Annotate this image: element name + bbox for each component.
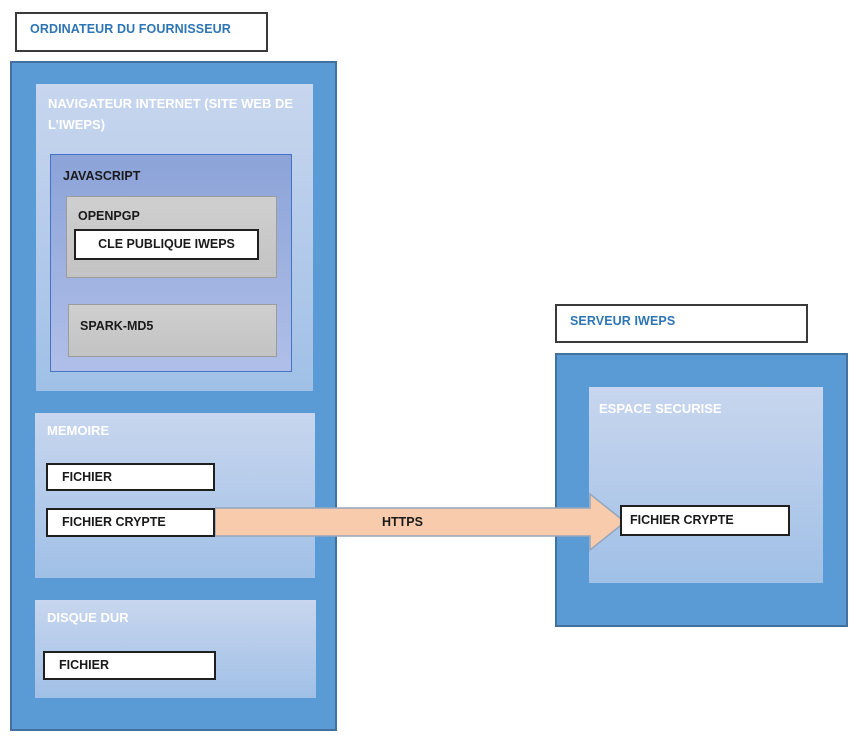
browser-panel-label: NAVIGATEUR INTERNET (SITE WEB DE L’IWEPS… [48, 96, 294, 132]
https-transfer-arrow-icon [215, 492, 627, 552]
secure-space-label: ESPACE SECURISE [599, 401, 722, 416]
public-key-box: CLE PUBLIQUE IWEPS [74, 229, 259, 260]
hard-disk-panel: DISQUE DUR FICHIER [35, 600, 316, 698]
javascript-box: JAVASCRIPT OPENPGP CLE PUBLIQUE IWEPS SP… [50, 154, 292, 372]
https-protocol-label: HTTPS [382, 515, 423, 529]
hard-disk-panel-label: DISQUE DUR [47, 610, 129, 625]
memory-file-box: FICHIER [46, 463, 215, 491]
supplier-computer-box: NAVIGATEUR INTERNET (SITE WEB DE L’IWEPS… [10, 61, 337, 731]
memory-panel: MEMOIRE FICHIER FICHIER CRYPTE [35, 413, 315, 578]
openpgp-label: OPENPGP [78, 209, 140, 223]
memory-encrypted-file-box: FICHIER CRYPTE [46, 508, 215, 537]
secure-space-panel: ESPACE SECURISE FICHIER CRYPTE [589, 387, 823, 583]
server-box: ESPACE SECURISE FICHIER CRYPTE [555, 353, 848, 627]
memory-panel-label: MEMOIRE [47, 423, 110, 438]
hard-disk-file-box: FICHIER [43, 651, 216, 680]
supplier-computer-title: ORDINATEUR DU FOURNISSEUR [15, 12, 268, 52]
server-encrypted-file-box: FICHIER CRYPTE [620, 505, 790, 536]
spark-md5-box: SPARK-MD5 [68, 304, 277, 357]
spark-md5-label: SPARK-MD5 [80, 319, 154, 333]
browser-panel: NAVIGATEUR INTERNET (SITE WEB DE L’IWEPS… [36, 84, 313, 391]
javascript-label: JAVASCRIPT [63, 169, 141, 183]
server-title: SERVEUR IWEPS [555, 304, 808, 343]
openpgp-box: OPENPGP CLE PUBLIQUE IWEPS [66, 196, 277, 278]
